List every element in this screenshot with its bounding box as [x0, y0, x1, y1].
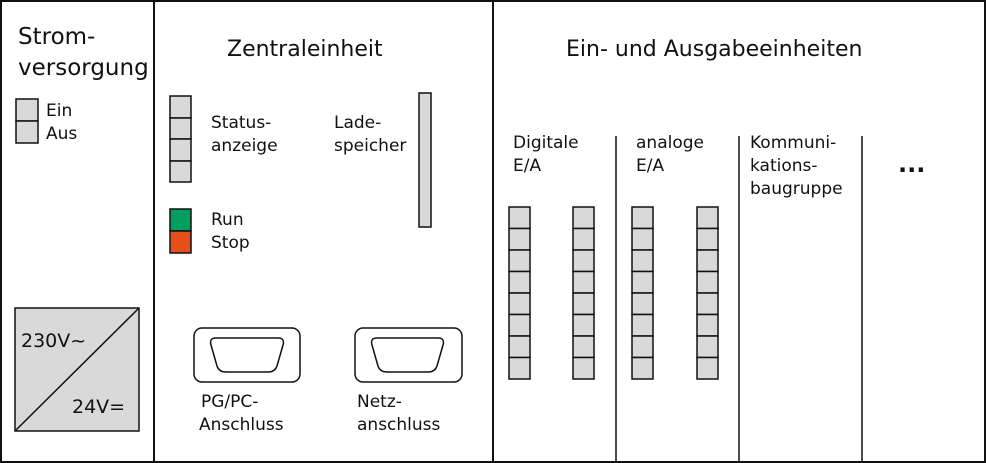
- transformer-diagonal: [14, 307, 140, 432]
- analog-io-label-line-1: analoge: [636, 133, 704, 153]
- cpu-title: Zentraleinheit: [227, 37, 383, 62]
- digital-io-channel: [508, 270, 531, 294]
- status-led-stack: [169, 95, 192, 183]
- status-led: [169, 117, 192, 140]
- analog-io-channel: [631, 270, 654, 294]
- power-title-line-1: Strom-: [18, 24, 95, 50]
- analog-io-channel: [631, 249, 654, 273]
- pg-pc-port-connector-icon: [209, 337, 285, 373]
- network-port-connector-icon: [370, 337, 445, 373]
- status-led: [169, 138, 192, 162]
- pg-pc-port-label-line-1: PG/PC-: [201, 392, 258, 412]
- more-modules-ellipsis: ...: [898, 150, 925, 178]
- digital-io-channel: [508, 335, 531, 359]
- network-port[interactable]: [354, 327, 463, 383]
- switch-off-label: Aus: [46, 124, 77, 144]
- digital-io-channel: [572, 249, 595, 273]
- run-label: Run: [211, 210, 244, 230]
- status-led: [169, 160, 192, 183]
- load-memory-label-line-1: Lade-: [334, 113, 381, 133]
- analog-io-channel: [631, 206, 654, 230]
- status-label-line-2: anzeige: [211, 136, 278, 156]
- network-port-label-line-1: Netz-: [357, 392, 402, 412]
- analog-io-channel: [696, 356, 719, 380]
- analog-io-label-line-2: E/A: [636, 156, 664, 176]
- comm-module-label-line-2: kations-: [750, 156, 818, 176]
- digital-io-channel: [572, 313, 595, 337]
- pg-pc-port[interactable]: [193, 327, 301, 383]
- comm-module-label-line-1: Kommuni-: [750, 133, 836, 153]
- analog-io-channel: [696, 249, 719, 273]
- power-title-line-2: versorgung: [18, 55, 149, 81]
- analog-io-channel: [631, 227, 654, 251]
- network-port-label-line-2: anschluss: [357, 415, 441, 435]
- digital-io-channel: [572, 292, 595, 316]
- output-voltage-label: 24V=: [72, 396, 125, 418]
- analog-io-channel: [696, 335, 719, 359]
- stop-led: [169, 230, 192, 254]
- switch-off-button[interactable]: [15, 120, 39, 144]
- run-led: [169, 208, 192, 232]
- analog-io-channel: [631, 313, 654, 337]
- load-memory-label-line-2: speicher: [334, 136, 406, 156]
- digital-io-channel: [572, 356, 595, 380]
- cpu-section: Zentraleinheit Status- anzeige Lade- spe…: [169, 37, 463, 435]
- comm-module-label-line-3: baugruppe: [750, 179, 843, 199]
- digital-io-channel: [508, 249, 531, 273]
- analog-io-channel: [696, 313, 719, 337]
- digital-io-channel: [508, 227, 531, 251]
- status-label-line-1: Status-: [211, 113, 271, 133]
- digital-io-channel: [508, 206, 531, 230]
- digital-io-channel: [572, 270, 595, 294]
- io-channel-columns: [508, 206, 719, 380]
- analog-io-channel: [631, 292, 654, 316]
- analog-io-channel: [696, 292, 719, 316]
- digital-io-label-line-1: Digitale: [513, 133, 579, 153]
- analog-io-channel: [696, 270, 719, 294]
- io-section: Ein- und Ausgabeeinheiten Digitale E/A a…: [508, 37, 925, 462]
- digital-io-channel: [508, 292, 531, 316]
- input-voltage-label: 230V~: [21, 330, 86, 352]
- digital-io-label-line-2: E/A: [513, 156, 541, 176]
- pg-pc-port-label-line-2: Anschluss: [199, 415, 284, 435]
- load-memory-slot[interactable]: [418, 92, 432, 228]
- io-title: Ein- und Ausgabeeinheiten: [566, 37, 862, 62]
- digital-io-channel: [508, 313, 531, 337]
- analog-io-channel: [696, 206, 719, 230]
- switch-on-label: Ein: [46, 101, 72, 121]
- analog-io-channel: [696, 227, 719, 251]
- digital-io-channel: [508, 356, 531, 380]
- digital-io-channel: [572, 335, 595, 359]
- digital-io-channel: [572, 227, 595, 251]
- analog-io-channel: [631, 356, 654, 380]
- stop-label: Stop: [211, 233, 250, 253]
- status-led: [169, 95, 192, 119]
- switch-on-button[interactable]: [15, 98, 39, 122]
- digital-io-channel: [572, 206, 595, 230]
- analog-io-channel: [631, 335, 654, 359]
- power-supply-section: Strom- versorgung Ein Aus 230V~ 24V=: [14, 24, 149, 432]
